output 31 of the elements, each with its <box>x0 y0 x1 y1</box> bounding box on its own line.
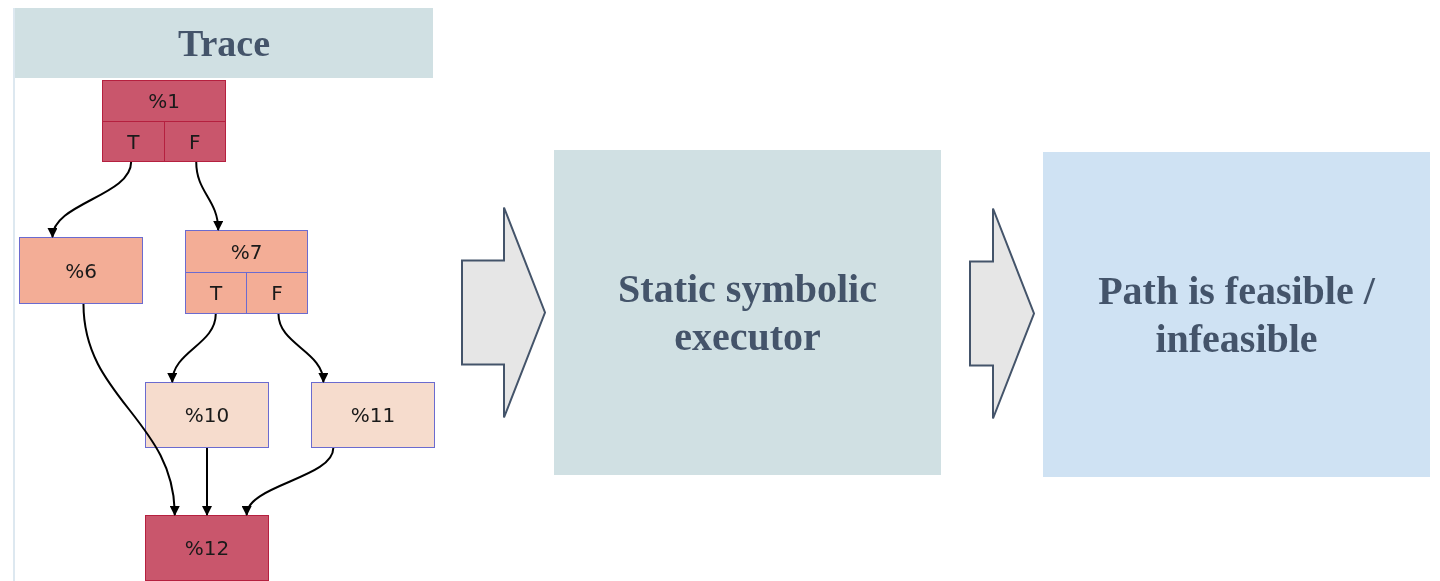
panel-heading: Trace <box>15 8 433 78</box>
box-label: Static symbolic executor <box>617 264 878 361</box>
block-label: %1 <box>148 89 180 113</box>
branch-port-label: F <box>189 129 201 154</box>
basic-block <box>145 515 269 581</box>
block-label: %11 <box>350 403 396 427</box>
block-label: %6 <box>65 258 97 283</box>
arrow <box>195 161 223 231</box>
basic-block <box>145 382 269 448</box>
block-arrow <box>461 206 547 419</box>
block-label: %12 <box>184 536 230 560</box>
block-label: %10 <box>184 403 230 427</box>
process-box <box>554 150 941 475</box>
arrow <box>243 447 335 516</box>
box-label: Path is feasible / infeasible <box>1097 266 1376 363</box>
basic-block <box>311 382 435 448</box>
basic-block <box>19 237 143 304</box>
arrow <box>202 447 212 516</box>
branch-port-label: T <box>209 281 223 305</box>
branch-port-label: F <box>271 281 283 305</box>
branch-port-label: T <box>127 129 140 154</box>
arrow <box>277 313 328 383</box>
arrow <box>168 313 217 383</box>
arrow <box>82 303 179 516</box>
branch-block <box>102 80 226 162</box>
block-arrow <box>969 207 1036 420</box>
trace-panel <box>13 8 433 581</box>
branch-block <box>185 230 308 314</box>
arrow <box>49 161 133 238</box>
block-label: %7 <box>230 239 263 264</box>
process-box <box>1043 152 1430 477</box>
